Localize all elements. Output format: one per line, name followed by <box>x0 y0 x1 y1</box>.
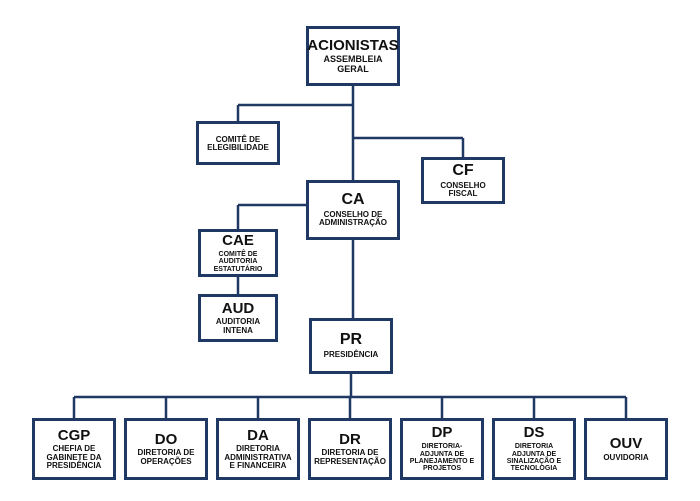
directorate-box-dp: DP DIRETORIA-ADJUNTA DE PLANEJAMENTO E P… <box>400 418 484 480</box>
ca-name: CONSELHO DE ADMINISTRAÇÃO <box>319 210 387 228</box>
directorate-abbr: DR <box>339 430 361 448</box>
pr-abbr: PR <box>339 331 363 349</box>
directorate-name: OUVIDORIA <box>603 452 649 462</box>
cae-box: CAE COMITÊ DE AUDITORIA ESTATUTÁRIO <box>198 229 278 277</box>
directorate-name: DIRETORIA ADJUNTA DE SINALIZAÇÃO E TECNO… <box>506 443 562 473</box>
comite-elegibilidade-name: COMITÊ DE ELEGIBILIDADE <box>207 134 269 152</box>
directorate-abbr: DO <box>154 430 178 448</box>
cf-box: CF CONSELHO FISCAL <box>421 157 505 204</box>
acionistas-box: ACIONISTAS ASSEMBLEIA GERAL <box>306 26 400 86</box>
directorate-name: DIRETORIA DE REPRESENTAÇÃO <box>314 448 386 466</box>
directorate-abbr: DS <box>523 424 545 442</box>
pr-name: PRESIDÊNCIA <box>323 350 379 360</box>
pr-box: PR PRESIDÊNCIA <box>309 318 393 374</box>
cf-name: CONSELHO FISCAL <box>440 180 486 198</box>
acionistas-name: ASSEMBLEIA GERAL <box>323 54 383 74</box>
cae-abbr: CAE <box>222 232 254 250</box>
cf-abbr: CF <box>452 161 474 179</box>
directorate-name: DIRETORIA DE OPERAÇÕES <box>137 448 195 466</box>
directorate-box-da: DA DIRETORIA ADMINISTRATIVA E FINANCEIRA <box>216 418 300 480</box>
directorate-box-cgp: CGP CHEFIA DE GABINETE DA PRESIDÊNCIA <box>32 418 116 480</box>
directorate-abbr: OUV <box>609 434 643 452</box>
directorate-name: DIRETORIA ADMINISTRATIVA E FINANCEIRA <box>224 444 292 471</box>
directorate-abbr: CGP <box>57 426 91 444</box>
cae-name: COMITÊ DE AUDITORIA ESTATUTÁRIO <box>213 250 263 273</box>
aud-abbr: AUD <box>221 299 255 317</box>
directorate-box-ouv: OUV OUVIDORIA <box>584 418 668 480</box>
directorate-box-dr: DR DIRETORIA DE REPRESENTAÇÃO <box>308 418 392 480</box>
ca-abbr: CA <box>341 191 365 209</box>
acionistas-abbr: ACIONISTAS <box>307 36 399 54</box>
directorate-box-ds: DS DIRETORIA ADJUNTA DE SINALIZAÇÃO E TE… <box>492 418 576 480</box>
aud-box: AUD AUDITORIA INTENA <box>198 294 278 342</box>
directorate-name: DIRETORIA-ADJUNTA DE PLANEJAMENTO E PROJ… <box>409 443 475 473</box>
directorate-abbr: DA <box>247 426 269 444</box>
directorate-box-do: DO DIRETORIA DE OPERAÇÕES <box>124 418 208 480</box>
comite-elegibilidade-box: COMITÊ DE ELEGIBILIDADE <box>196 121 280 165</box>
directorate-abbr: DP <box>431 424 453 442</box>
directorate-name: CHEFIA DE GABINETE DA PRESIDÊNCIA <box>46 444 102 471</box>
aud-name: AUDITORIA INTENA <box>215 317 261 335</box>
ca-box: CA CONSELHO DE ADMINISTRAÇÃO <box>306 180 400 240</box>
